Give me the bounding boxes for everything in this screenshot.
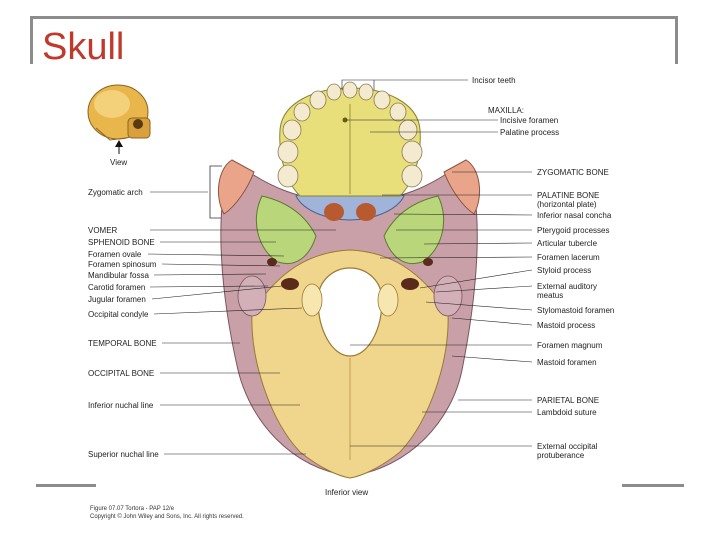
- thumbnail-view-label: View: [110, 158, 128, 167]
- leader-lines-left: [147, 191, 336, 455]
- label-occipital-condyle: Occipital condyle: [88, 310, 149, 319]
- label-mastoid-foramen: Mastoid foramen: [537, 358, 597, 367]
- label-inferior-nuchal-line: Inferior nuchal line: [88, 401, 154, 410]
- skull-base-illustration: [218, 87, 480, 479]
- label-foramen-lacerum: Foramen lacerum: [537, 253, 600, 262]
- label-jugular-foramen: Jugular foramen: [88, 295, 146, 304]
- label-mandibular-fossa: Mandibular fossa: [88, 271, 149, 280]
- label-superior-nuchal-line: Superior nuchal line: [88, 450, 159, 459]
- slide-frame-left: [30, 16, 33, 64]
- label-sphenoid-bone: SPHENOID BONE: [88, 238, 155, 247]
- label-incisor-teeth: Incisor teeth: [472, 76, 516, 85]
- label-palatine-process: Palatine process: [500, 128, 560, 137]
- leader-lines-right: [341, 79, 533, 447]
- label-vomer: VOMER: [88, 226, 118, 235]
- copyright-caption: Copyright © John Wiley and Sons, Inc. Al…: [90, 514, 244, 520]
- label-occipital-bone: OCCIPITAL BONE: [88, 369, 155, 378]
- label-foramen-spinosum: Foramen spinosum: [88, 260, 157, 269]
- label-zygomatic-arch: Zygomatic arch: [88, 188, 143, 197]
- label-meatus: meatus: [537, 291, 564, 300]
- label-lambdoid-suture: Lambdoid suture: [537, 408, 597, 417]
- label-styloid-process: Styloid process: [537, 266, 592, 275]
- label-parietal-bone: PARIETAL BONE: [537, 396, 600, 405]
- label-external-auditory: External auditory: [537, 282, 598, 291]
- zygomatic-arch-bracket: [209, 165, 222, 219]
- slide-rule-left: [36, 484, 96, 487]
- label-maxilla: MAXILLA:: [488, 106, 525, 115]
- label-palatine-horizontal-plate: (horizontal plate): [537, 200, 597, 209]
- inferior-view-label: Inferior view: [325, 488, 369, 497]
- slide-frame-top: [30, 16, 678, 19]
- label-incisive-foramen: Incisive foramen: [500, 116, 559, 125]
- label-protuberance: protuberance: [537, 451, 585, 460]
- label-pterygoid-processes: Pterygoid processes: [537, 226, 610, 235]
- label-foramen-ovale: Foramen ovale: [88, 250, 142, 259]
- slide-title: Skull: [42, 26, 125, 68]
- label-inferior-nasal-concha: Inferior nasal concha: [537, 211, 612, 220]
- label-palatine-bone: PALATINE BONE: [537, 191, 600, 200]
- thumbnail-skull: [87, 84, 151, 154]
- label-mastoid-process: Mastoid process: [537, 321, 596, 330]
- label-external-occipital: External occipital: [537, 442, 598, 451]
- slide-frame-right: [675, 16, 678, 64]
- label-foramen-magnum: Foramen magnum: [537, 341, 603, 350]
- slide-rule-right: [622, 484, 684, 487]
- label-carotid-foramen: Carotid foramen: [88, 283, 146, 292]
- label-zygomatic-bone: ZYGOMATIC BONE: [537, 168, 609, 177]
- label-temporal-bone: TEMPORAL BONE: [88, 339, 157, 348]
- figure-caption: Figure 07.07 Tortora - PAP 12/e: [90, 506, 175, 512]
- label-stylomastoid-foramen: Stylomastoid foramen: [537, 306, 615, 315]
- label-articular-tubercle: Articular tubercle: [537, 239, 598, 248]
- teeth: [277, 81, 423, 188]
